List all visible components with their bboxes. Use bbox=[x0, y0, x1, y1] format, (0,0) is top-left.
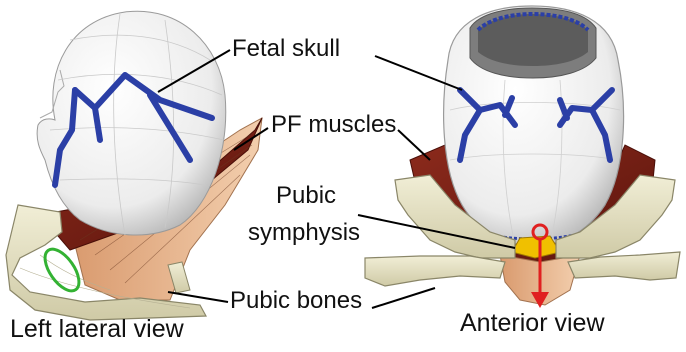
caption-left-lateral-view: Left lateral view bbox=[10, 316, 184, 342]
label-pubic-bones: Pubic bones bbox=[230, 288, 362, 314]
anterior-view bbox=[365, 6, 680, 308]
anterior-ramus-left bbox=[365, 256, 505, 286]
left-lateral-view bbox=[6, 11, 262, 320]
left-fetal-skull bbox=[37, 11, 226, 235]
label-pubic-symphysis-line2: symphysis bbox=[248, 220, 360, 246]
leader-pf-right bbox=[398, 130, 430, 160]
label-pf-muscles: PF muscles bbox=[271, 112, 396, 138]
leader-bones-right bbox=[372, 288, 435, 308]
label-pubic-symphysis-line1: Pubic bbox=[276, 183, 336, 209]
leader-bones-left bbox=[168, 292, 228, 302]
label-fetal-skull: Fetal skull bbox=[232, 36, 340, 62]
caption-anterior-view: Anterior view bbox=[460, 310, 605, 336]
